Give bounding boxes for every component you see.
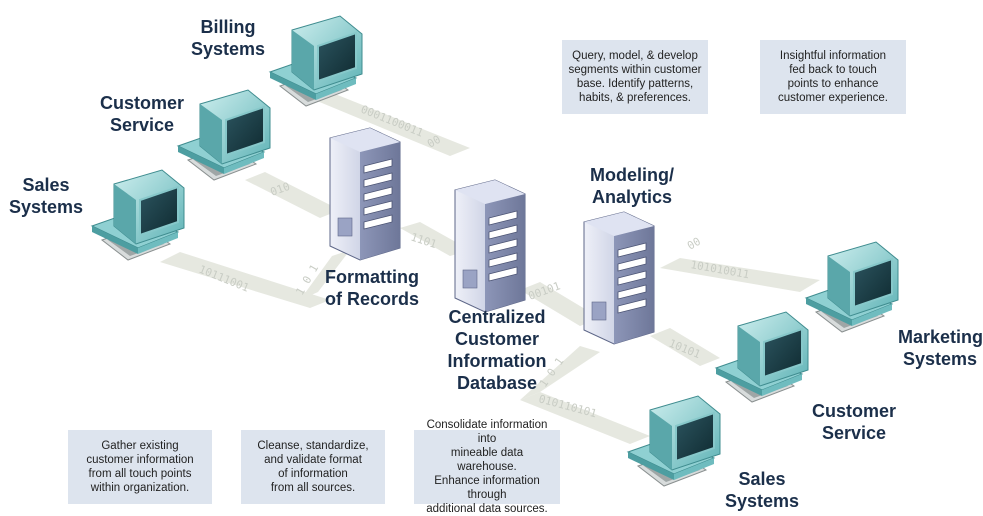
note-cleanse-line2: and validate format xyxy=(264,454,362,466)
label-marketing-line1: Marketing xyxy=(898,327,983,347)
label-formatting-line2: of Records xyxy=(324,289,420,309)
label-customer-line1: Customer xyxy=(99,93,184,113)
label-database-line4: Database xyxy=(456,373,538,393)
customer-service-computer-icon xyxy=(177,89,271,181)
note-insight: Insightful information fed back to touch… xyxy=(760,40,906,114)
label-customer-line2: Service xyxy=(109,115,175,135)
note-gather: Gather existing customer information fro… xyxy=(68,430,212,504)
note-consolidate: Consolidate information into mineable da… xyxy=(414,419,560,515)
label-customer-service-source: Customer Service xyxy=(96,92,188,136)
database-server-icon xyxy=(454,179,526,313)
label-modeling-analytics: Modeling/ Analytics xyxy=(580,164,684,208)
note-query: Query, model, & develop segments within … xyxy=(562,40,708,114)
note-gather-line4: within organization. xyxy=(90,482,190,494)
label-dest-sales-line1: Sales xyxy=(738,469,786,489)
stream-sales xyxy=(160,252,330,308)
dest-sales-computer-icon xyxy=(627,395,721,487)
binary-customer: 010 xyxy=(269,180,292,199)
label-sales-systems-dest: Sales Systems xyxy=(720,468,804,512)
label-dest-sales-line2: Systems xyxy=(724,491,800,511)
note-gather-line1: Gather existing xyxy=(101,440,179,452)
note-insight-line1: Insightful information xyxy=(779,50,887,62)
stream-to-marketing xyxy=(660,258,820,292)
marketing-computer-icon xyxy=(805,241,899,333)
label-database-line1: Centralized xyxy=(448,307,546,327)
note-query-line1: Query, model, & develop xyxy=(572,50,698,62)
label-customer-service-dest: Customer Service xyxy=(808,400,900,444)
note-consolidate-line4: additional data sources. xyxy=(426,503,548,515)
billing-computer-icon xyxy=(269,15,363,107)
note-consolidate-line3: Enhance information through xyxy=(434,475,540,501)
dest-customer-service-computer-icon xyxy=(715,311,809,403)
note-gather-line2: customer information xyxy=(86,454,194,466)
binary-to-marketing-2: 00 xyxy=(685,235,703,253)
stream-to-database xyxy=(400,222,470,256)
note-insight-line2: fed back to touch xyxy=(789,64,877,76)
label-billing-line2: Systems xyxy=(190,39,266,59)
note-cleanse: Cleanse, standardize, and validate forma… xyxy=(241,430,385,504)
note-consolidate-line2: mineable data warehouse. xyxy=(450,447,524,473)
label-sales-systems-source: Sales Systems xyxy=(6,174,86,218)
stream-to-customer xyxy=(650,328,720,366)
modeling-server-icon xyxy=(583,211,655,345)
stream-billing xyxy=(305,90,470,156)
note-cleanse-line3: of information xyxy=(278,468,348,480)
note-query-line4: habits, & preferences. xyxy=(579,92,691,104)
label-modeling-line1: Modeling/ xyxy=(590,165,674,185)
note-insight-line4: customer experience. xyxy=(778,92,888,104)
label-dest-customer-line1: Customer xyxy=(811,401,896,421)
label-database-line2: Customer xyxy=(454,329,539,349)
label-marketing-systems: Marketing Systems xyxy=(898,326,983,370)
note-cleanse-line4: from all sources. xyxy=(270,482,356,494)
label-centralized-database: Centralized Customer Information Databas… xyxy=(442,306,552,394)
label-sales-line1: Sales xyxy=(22,175,70,195)
label-sales-line2: Systems xyxy=(8,197,84,217)
note-query-line2: segments within customer xyxy=(568,64,702,76)
label-marketing-line2: Systems xyxy=(902,349,978,369)
stream-format-up xyxy=(300,250,350,300)
stream-to-sales-b xyxy=(520,392,650,444)
label-billing-systems: Billing Systems xyxy=(188,16,268,60)
stream-customer xyxy=(245,172,340,218)
label-database-line3: Information xyxy=(447,351,547,371)
formatting-server-icon xyxy=(329,127,401,261)
binary-billing-2: 00 xyxy=(425,133,443,151)
note-cleanse-line1: Cleanse, standardize, xyxy=(257,440,369,452)
data-streams xyxy=(160,90,820,444)
label-formatting-line1: Formatting xyxy=(325,267,419,287)
note-gather-line3: from all touch points xyxy=(88,468,192,480)
stream-to-sales-a xyxy=(520,346,600,400)
sales-computer-icon xyxy=(91,169,185,261)
label-billing-line1: Billing xyxy=(200,17,256,37)
note-insight-line3: points to enhance xyxy=(787,78,879,90)
note-consolidate-line1: Consolidate information into xyxy=(426,419,548,445)
label-formatting-of-records: Formatting of Records xyxy=(320,266,424,310)
label-dest-customer-line2: Service xyxy=(821,423,887,443)
stream-to-modeling xyxy=(520,282,600,326)
label-modeling-line2: Analytics xyxy=(591,187,673,207)
note-query-line3: base. Identify patterns, xyxy=(576,78,694,90)
